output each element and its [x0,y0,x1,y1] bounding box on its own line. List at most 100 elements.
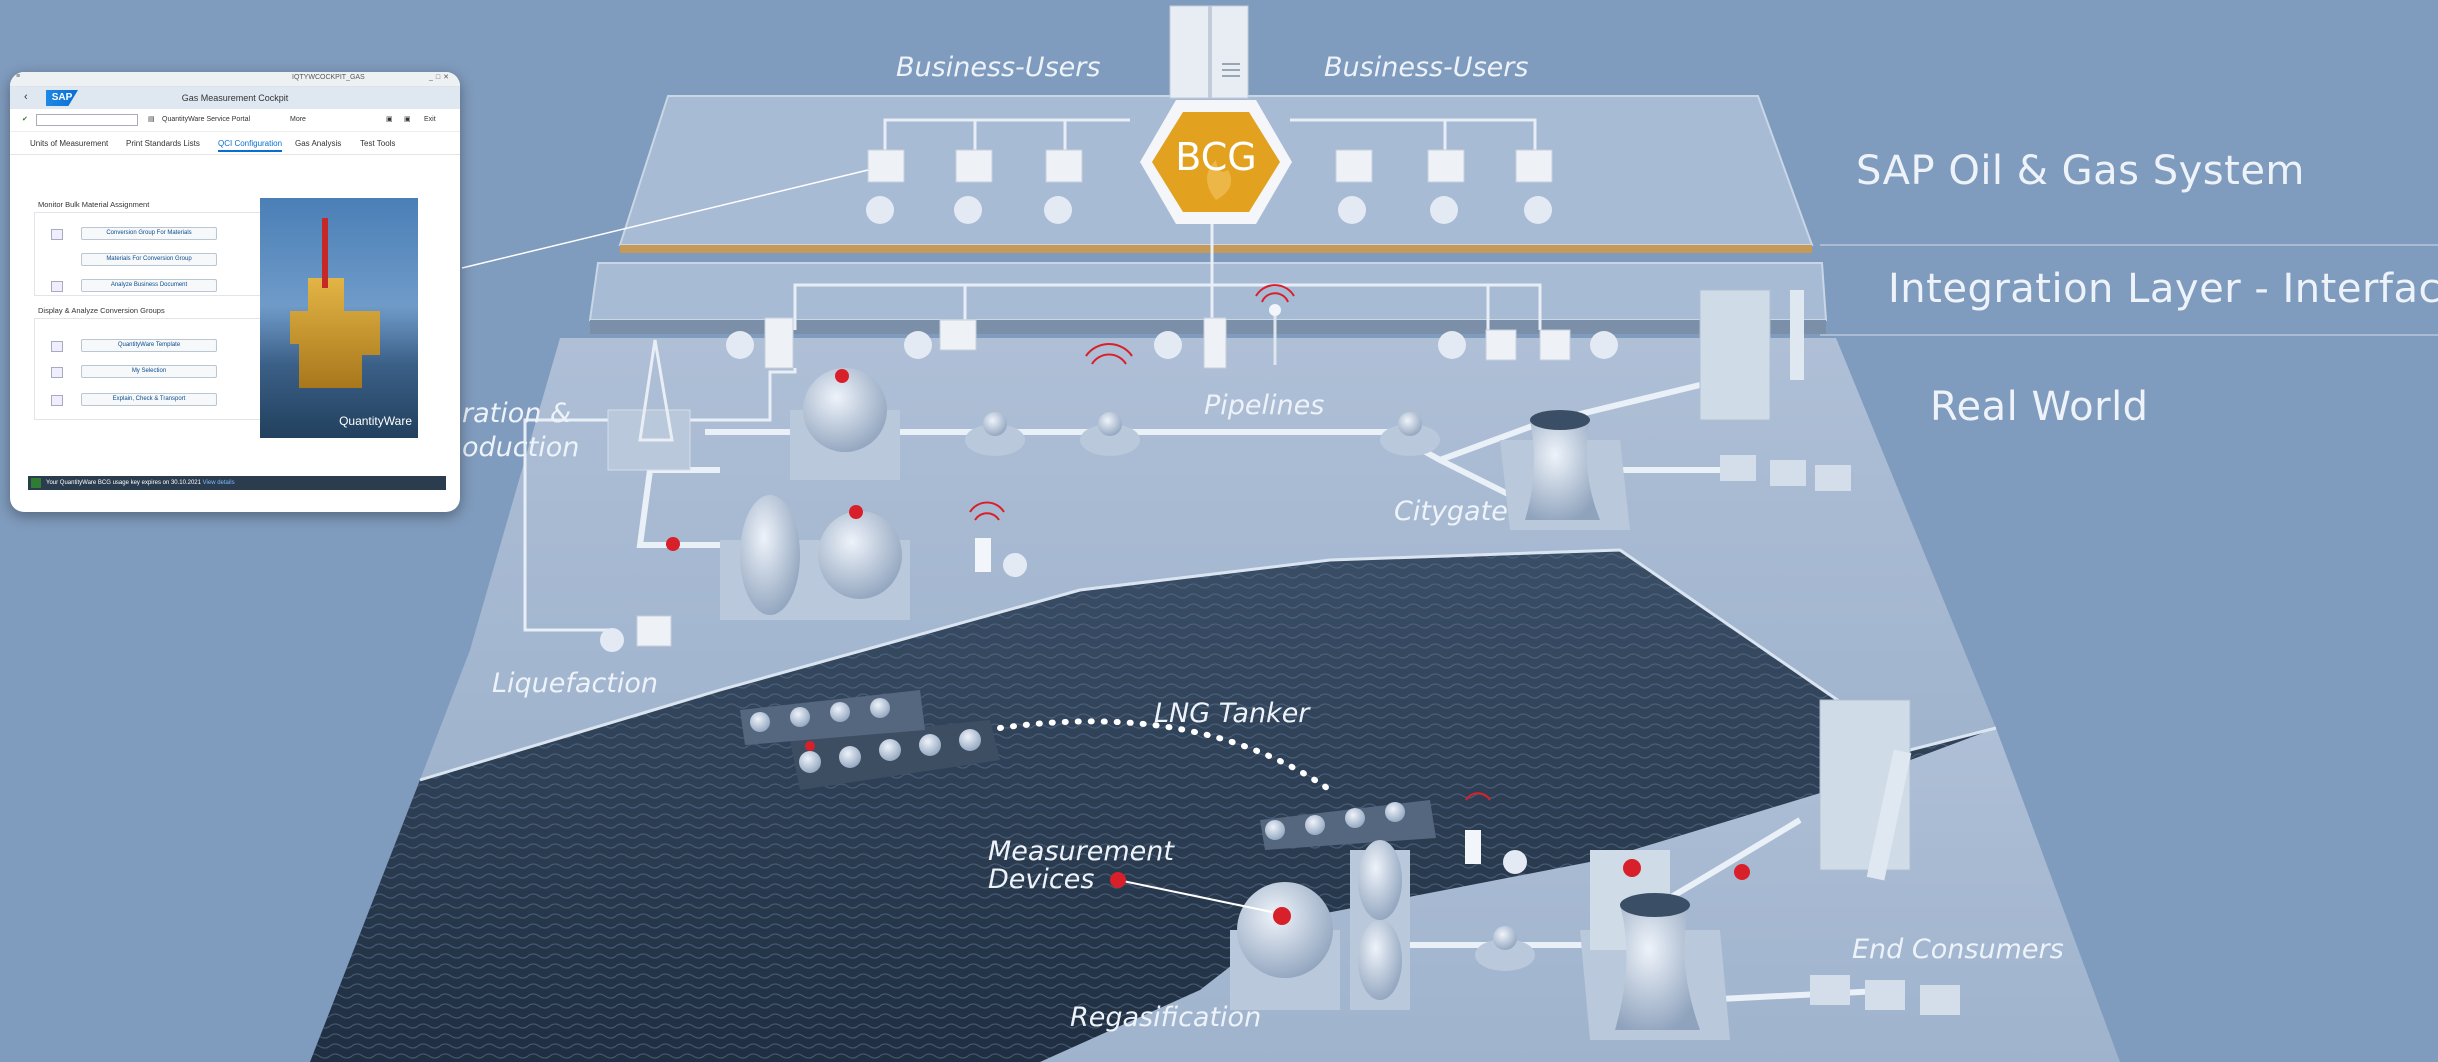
data-lines [523,368,797,632]
rig-structure [290,278,380,388]
sap-pointer-line [461,169,869,269]
system-id: IQTYWCOCKPIT_GAS [292,74,365,81]
valve-icon [965,412,1440,456]
explain-icon [51,395,63,406]
server-vents [1222,63,1240,77]
regasification-label: Regasification [1070,1002,1262,1033]
measurement-dot [1110,872,1126,888]
more-menu[interactable]: More [290,116,306,123]
valve-icon [1475,939,1535,971]
antenna-tip [1269,304,1281,316]
regas-tank [1230,882,1340,1010]
exploration-label: ration & [462,398,572,429]
user-computer [866,149,1553,224]
check-icon[interactable]: ✔ [22,116,28,123]
tab-test-tools[interactable]: Test Tools [360,139,396,148]
selection-icon [51,367,63,378]
cooling-tower [1525,420,1600,520]
storage-tank [790,368,900,480]
field-device [1465,830,1481,864]
sap-platform-edge [620,245,1812,253]
window-controls-icon[interactable]: _□✕ [429,74,452,81]
citygate-label: Citygate [1394,496,1508,527]
rig-crane [322,218,328,288]
view-details-link[interactable]: View details [202,480,235,486]
success-icon [31,478,41,488]
drilling-rig-icon [638,339,674,442]
production-label: oduction [462,432,580,463]
section-title-display: Display & Analyze Conversion Groups [38,306,165,315]
exit-button[interactable]: Exit [424,116,436,123]
explain-button[interactable]: Explain, Check & Transport [81,393,217,406]
my-selection-button[interactable]: My Selection [81,365,217,378]
section-title-monitor: Monitor Bulk Material Assignment [38,200,150,209]
analyze-document-button[interactable]: Analyze Business Document [81,279,217,292]
signal-icon [969,343,1491,801]
operator-figure [600,628,624,652]
sap-window: ≡ IQTYWCOCKPIT_GAS _□✕ ‹ SAP Gas Measure… [10,72,460,512]
lng-tanker [1260,800,1436,850]
measurement-dot [1623,859,1641,877]
sap-header: ‹ SAP Gas Measurement Cockpit [10,87,460,109]
service-portal-link[interactable]: QuantityWare Service Portal [162,116,251,123]
measurement-pointer [1117,879,1273,913]
chimney [1790,290,1804,380]
sea-waves [310,550,2030,1062]
menu-icon[interactable]: ≡ [16,73,21,80]
fullscreen-icon[interactable]: ▣ [404,116,411,123]
business-users-right-label: Business-Users [1324,52,1529,83]
cooling-tower [1615,905,1700,1030]
lng-tanker-label: LNG Tanker [1154,698,1310,729]
office-building [1699,289,1771,421]
cooling-tower-top [1620,893,1690,917]
tab-gas-analysis[interactable]: Gas Analysis [295,139,342,148]
bcg-label: BCG [1175,135,1257,179]
integration-platform [588,262,1828,321]
server-divider [1208,6,1212,98]
tab-qci-configuration[interactable]: QCI Configuration [218,139,283,152]
pipelines-label: Pipelines [1204,390,1325,421]
conversion-group-button[interactable]: Conversion Group For Materials [81,227,217,240]
regas-columns [1350,840,1410,1010]
consumer-house [1810,975,1960,1015]
offshore-rig-photo: QuantityWare [260,198,418,438]
chimney [1866,749,1912,881]
sap-system-label: SAP Oil & Gas System [1856,148,2305,194]
tanker-route [997,718,1333,793]
field-device [975,538,991,572]
template-button[interactable]: QuantityWare Template [81,339,217,352]
integration-layer-label: Integration Layer - Interfaces [1888,266,2438,312]
measurement-dot [666,537,680,551]
consumer-house [1720,455,1851,491]
monitor-group: Conversion Group For Materials Materials… [34,212,262,296]
end-consumers-label: End Consumers [1852,934,2064,965]
interface-device [726,317,1618,369]
cooling-tower-top [1530,410,1590,430]
portal-icon: ▤ [148,116,155,123]
lng-tanker [740,690,925,745]
tab-units-of-measurement[interactable]: Units of Measurement [30,139,109,148]
materials-button[interactable]: Materials For Conversion Group [81,253,217,266]
layout-icon[interactable]: ▣ [386,116,393,123]
status-message: Your QuantityWare BCG usage key expires … [46,480,201,486]
group-icon [51,229,63,240]
quantityware-logo: QuantityWare [339,414,412,428]
sap-logo: SAP [46,90,78,106]
lng-tanker [790,720,1000,790]
sap-toolbar: ✔ ▤ QuantityWare Service Portal More ▣ ▣… [10,109,460,132]
measurement-dot [1734,864,1750,880]
sap-tabbar: Units of Measurement Print Standards Lis… [10,132,460,155]
operator-figure [1503,850,1527,874]
tab-print-standards-lists[interactable]: Print Standards Lists [126,139,200,148]
command-field[interactable] [36,114,138,126]
real-world-label: Real World [1930,384,2149,430]
sap-titlebar: ≡ IQTYWCOCKPIT_GAS _□✕ [10,72,460,87]
devices-label: Devices [988,864,1095,895]
liquefaction-label: Liquefaction [492,668,659,699]
flame-icon [1207,160,1232,200]
operator-figure [1003,553,1027,577]
status-bar: Your QuantityWare BCG usage key expires … [28,476,446,490]
back-icon[interactable]: ‹ [24,91,28,103]
storage-tank [720,495,910,620]
